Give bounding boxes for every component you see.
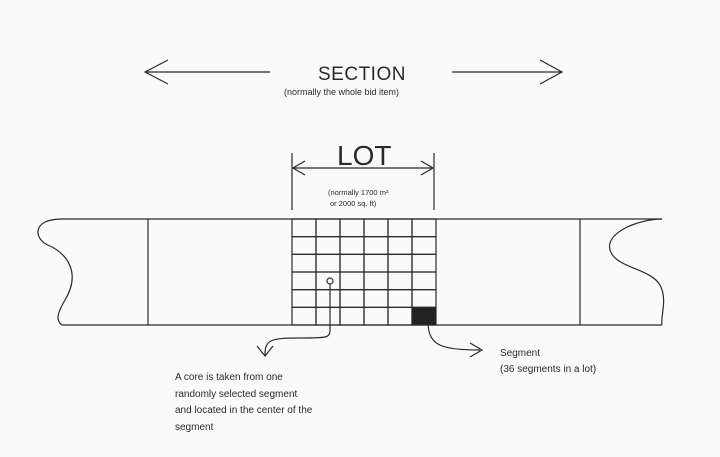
grid-segment: [291, 271, 317, 291]
section-arrow-right: [452, 59, 564, 85]
segment-leader-arrow: [427, 324, 484, 358]
segment-note-title: Segment: [500, 348, 541, 359]
grid-segment: [291, 289, 317, 308]
grid-segment: [363, 253, 389, 273]
grid-segment: [387, 306, 413, 326]
section-arrow-left: [143, 59, 270, 85]
grid-segment: [363, 271, 389, 291]
grid-segment: [315, 218, 341, 238]
grid-segment: [315, 271, 341, 291]
lot-dimension-arrow: [291, 153, 435, 210]
lot-subtitle-line2: or 2000 sq. ft): [330, 199, 377, 208]
grid-segment: [339, 289, 365, 308]
grid-segment: [291, 218, 317, 238]
lot-label: LOT: [337, 140, 392, 171]
grid-segment: [387, 271, 413, 291]
section-subtitle: (normally the whole bid item): [284, 87, 400, 97]
grid-segment: [387, 253, 413, 273]
segment-note-count: (36 segments in a lot): [500, 364, 597, 375]
grid-segment: [411, 253, 437, 273]
selected-segment: [411, 306, 437, 326]
lot-subtitle: (normally 1700 m² or 2000 sq. ft): [328, 187, 388, 209]
grid-segment: [411, 218, 437, 238]
grid-segment: [315, 289, 341, 308]
grid-segment: [387, 236, 413, 255]
segment-note: Segment (36 segments in a lot): [500, 346, 596, 378]
grid-segment: [339, 236, 365, 255]
grid-segment: [411, 236, 437, 255]
grid-segment: [339, 253, 365, 273]
road-section: [37, 218, 665, 326]
grid-segment: [339, 271, 365, 291]
grid-segment: [291, 253, 317, 273]
core-note: A core is taken from one randomly select…: [175, 372, 313, 433]
lot-subtitle-line1: (normally 1700 m²: [328, 188, 389, 197]
grid-segment: [363, 218, 389, 238]
grid-segment: [339, 306, 365, 326]
grid-segment: [411, 289, 437, 308]
grid-segment: [315, 236, 341, 255]
grid-segment: [291, 236, 317, 255]
grid-segment: [291, 306, 317, 326]
core-location-marker: [256, 277, 334, 357]
grid-segment: [387, 218, 413, 238]
grid-segment: [363, 289, 389, 308]
section-label: SECTION: [318, 64, 406, 85]
grid-segment: [387, 289, 413, 308]
grid-segment: [315, 253, 341, 273]
grid-segment: [411, 271, 437, 291]
grid-segment: [363, 306, 389, 326]
grid-segment: [339, 218, 365, 238]
lot-grid: [291, 218, 437, 326]
grid-segment: [363, 236, 389, 255]
grid-segment: [315, 306, 341, 326]
